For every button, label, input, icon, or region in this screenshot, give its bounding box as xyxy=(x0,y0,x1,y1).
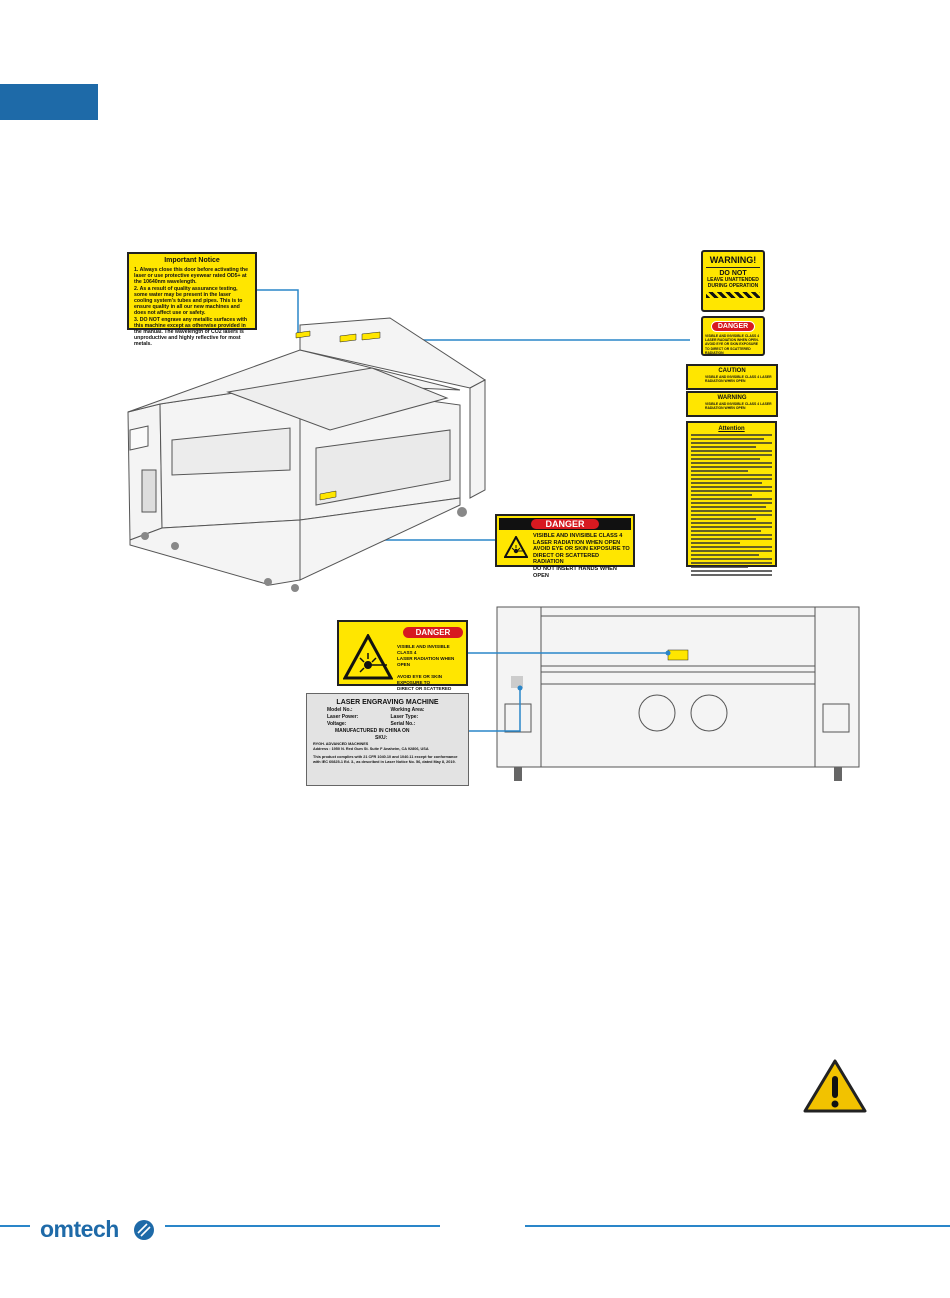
caution-label: CAUTION VISIBLE AND INVISIBLE CLASS 4 LA… xyxy=(686,364,778,390)
attention-body xyxy=(691,434,772,576)
nameplate-sku: SKU: xyxy=(375,735,388,741)
danger-front-label: DANGER VISIBLE AND INVISIBLE CLASS 4 LAS… xyxy=(495,514,635,579)
notice-item-1: 1. Always close this door before activat… xyxy=(134,267,248,286)
danger-small-label: DANGER VISIBLE AND INVISIBLE CLASS 4 LAS… xyxy=(701,316,765,356)
warning-small-text: VISIBLE AND INVISIBLE CLASS 4 LASER RADI… xyxy=(705,402,772,411)
leader-line-nameplate xyxy=(469,688,521,732)
machine-nameplate: LASER ENGRAVING MACHINE Model No.: Worki… xyxy=(306,693,469,786)
attention-head: Attention xyxy=(718,426,745,432)
warning-triangle-icon xyxy=(803,1059,867,1113)
nameplate-model: Model No.: xyxy=(327,707,353,713)
warning-line3: DURING OPERATION xyxy=(707,283,759,289)
danger-back-head: DANGER xyxy=(403,627,463,638)
danger-front-line4: DIRECT OR SCATTERED RADIATION xyxy=(533,552,600,566)
danger-small-head: DANGER xyxy=(711,321,755,332)
caution-head: CAUTION xyxy=(718,368,746,374)
nameplate-company: RYGH. ADVANCED MACHINES xyxy=(313,742,369,746)
section-tab xyxy=(0,84,98,120)
notice-item-3: 3. DO NOT engrave any metallic surfaces … xyxy=(134,316,248,348)
laser-hazard-icon xyxy=(343,634,393,680)
danger-front-head: DANGER xyxy=(531,519,599,529)
danger-band: DANGER xyxy=(499,518,631,530)
footer-line-left xyxy=(0,1225,30,1227)
danger-front-line5: DO NOT INSERT HANDS WHEN OPEN xyxy=(533,565,617,579)
nameplate-address: Address : 1950 N. Red Gum St. Suite F An… xyxy=(313,747,429,751)
nameplate-manufactured: MANUFACTURED IN CHINA ON xyxy=(335,728,410,734)
nameplate-serial: Serial No.: xyxy=(390,721,416,727)
brand-logo: omtech xyxy=(40,1216,119,1242)
warning-small-label: WARNING VISIBLE AND INVISIBLE CLASS 4 LA… xyxy=(686,391,778,417)
important-notice-title: Important Notice xyxy=(164,257,220,264)
attention-label: Attention xyxy=(686,421,777,576)
warning-line1: DO NOT xyxy=(719,270,747,277)
danger-front-line1: VISIBLE AND INVISIBLE CLASS 4 xyxy=(533,533,623,539)
nameplate-voltage: Voltage: xyxy=(327,721,347,727)
warning-small-head: WARNING xyxy=(717,395,747,401)
warning-head: WARNING! xyxy=(706,255,760,268)
danger-back-line1: VISIBLE AND INVISIBLE CLASS 4 xyxy=(397,644,450,655)
nameplate-laser-type: Laser Type: xyxy=(390,714,419,720)
danger-front-line3: AVOID EYE OR SKIN EXPOSURE TO xyxy=(533,546,630,553)
danger-back-text: VISIBLE AND INVISIBLE CLASS 4 LASER RADI… xyxy=(397,644,466,698)
leader-line-notice xyxy=(257,289,299,333)
footer-line-middle xyxy=(165,1225,440,1227)
laser-hazard-icon xyxy=(504,536,528,558)
danger-front-line2: LASER RADIATION WHEN OPEN xyxy=(533,539,621,546)
brand-mark-icon xyxy=(134,1220,154,1240)
important-notice-label: Important Notice 1. Always close this do… xyxy=(127,252,257,347)
nameplate-power: Laser Power: xyxy=(327,714,359,720)
danger-small-text: VISIBLE AND INVISIBLE CLASS 4 LASER RADI… xyxy=(705,334,760,355)
nameplate-working-area: Working Area: xyxy=(390,707,425,713)
warning-unattended-label: WARNING! DO NOT LEAVE UNATTENDED DURING … xyxy=(701,250,765,312)
footer-line-right xyxy=(525,1225,950,1227)
danger-front-text: VISIBLE AND INVISIBLE CLASS 4 LASER RADI… xyxy=(533,533,631,579)
danger-back-line2: LASER RADIATION WHEN OPEN xyxy=(397,656,455,667)
notice-item-2: 2. As a result of quality assurance test… xyxy=(134,285,243,317)
danger-back-label: DANGER VISIBLE AND INVISIBLE CLASS 4 LAS… xyxy=(337,620,468,697)
hazard-stripe xyxy=(706,292,760,298)
warning-line2: LEAVE UNATTENDED xyxy=(707,277,759,283)
nameplate-compliance: This product complies with 21 CFR 1040.1… xyxy=(313,755,458,764)
nameplate-title: LASER ENGRAVING MACHINE xyxy=(336,699,439,706)
caution-text: VISIBLE AND INVISIBLE CLASS 4 LASER RADI… xyxy=(705,375,772,384)
danger-back-line3: AVOID EYE OR SKIN EXPOSURE TO xyxy=(397,674,443,685)
